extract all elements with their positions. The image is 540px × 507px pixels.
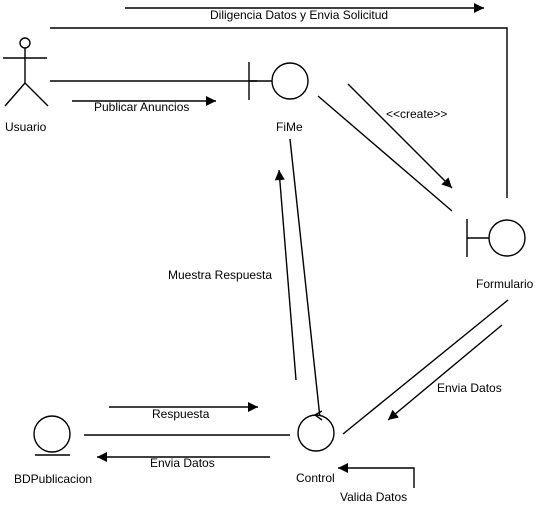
link-usuario-formulario — [50, 27, 508, 198]
usuario-label: Usuario — [5, 120, 47, 134]
fime-boundary-icon — [248, 62, 309, 100]
message-envia-bd-label: Envia Datos — [150, 456, 215, 470]
message-respuesta-label: Respuesta — [152, 407, 210, 421]
message-muestra-label: Muestra Respuesta — [168, 268, 272, 282]
message-create-label: <<create>> — [386, 107, 447, 121]
fime-label: FiMe — [276, 120, 303, 134]
message-diligencia-label: Diligencia Datos y Envia Solicitud — [210, 8, 388, 22]
control-label: Control — [296, 471, 335, 485]
bdpublicacion-label: BDPublicacion — [14, 472, 92, 486]
link-fime-control — [289, 138, 321, 419]
link-fime-formulario — [317, 95, 453, 212]
message-muestra-arrow — [274, 169, 297, 381]
link-formulario-control — [342, 299, 509, 435]
message-valida-label: Valida Datos — [340, 490, 407, 504]
control-icon — [297, 410, 335, 452]
message-envia-form-label: Envia Datos — [437, 381, 502, 395]
message-create-arrow — [347, 83, 453, 189]
formulario-boundary-icon — [466, 219, 526, 257]
message-envia-form-arrow — [387, 324, 503, 421]
bdpublicacion-entity-icon — [33, 415, 71, 456]
message-publicar-label: Publicar Anuncios — [94, 100, 189, 114]
message-valida-arrow — [338, 463, 415, 488]
formulario-label: Formulario — [476, 277, 534, 291]
usuario-actor-icon — [3, 37, 49, 107]
